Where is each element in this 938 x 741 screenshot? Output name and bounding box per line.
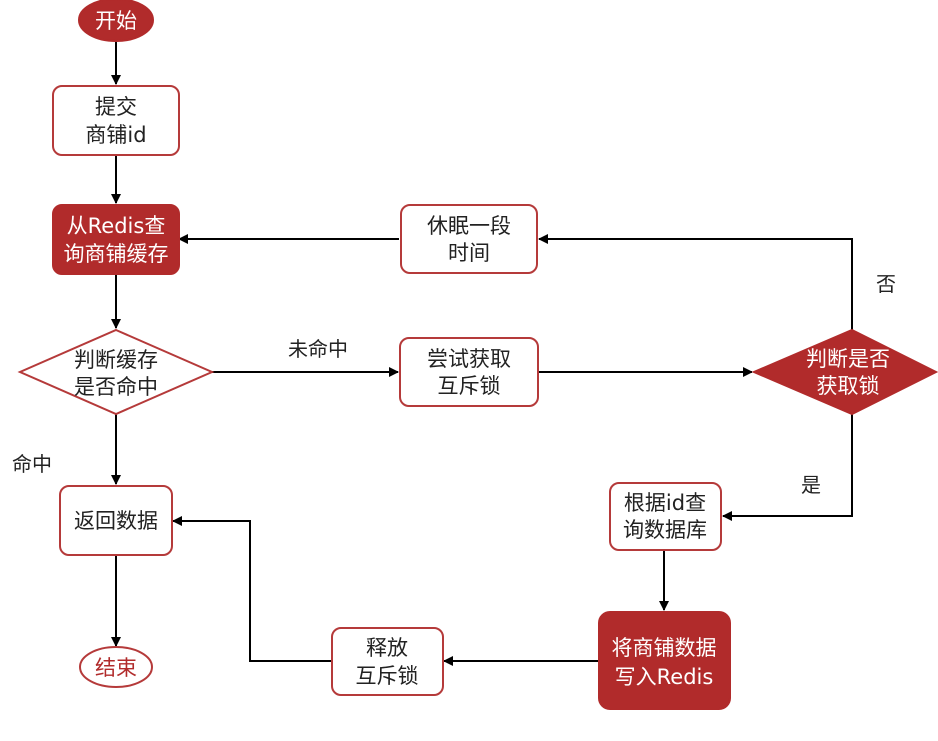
check-lock-label-line2: 获取锁 xyxy=(817,374,880,398)
start-node: 开始 xyxy=(78,0,154,42)
submit-label-line2: 商铺id xyxy=(85,123,146,147)
sleep-label-line1: 休眠一段 xyxy=(427,214,511,238)
return-data-label: 返回数据 xyxy=(74,509,158,533)
edge-label-no: 否 xyxy=(876,272,896,296)
try-lock-label-line2: 互斥锁 xyxy=(438,374,501,398)
write-redis-label-line1: 将商铺数据 xyxy=(612,636,717,660)
try-lock-label-line1: 尝试获取 xyxy=(427,347,511,371)
query-cache-label-line2: 询商铺缓存 xyxy=(64,242,169,266)
end-label: 结束 xyxy=(95,656,137,680)
start-label: 开始 xyxy=(95,9,137,33)
submit-label-line1: 提交 xyxy=(95,95,137,119)
write-redis-label-line2: 写入Redis xyxy=(615,665,714,689)
end-node: 结束 xyxy=(79,646,153,688)
submit-node: 提交 商铺id xyxy=(52,85,180,156)
check-lock-node: 判断是否 获取锁 xyxy=(751,328,938,416)
edge-check-lock-to-sleep xyxy=(538,234,853,330)
query-cache-node: 从Redis查 询商铺缓存 xyxy=(52,204,180,275)
query-cache-label-line1: 从Redis查 xyxy=(67,214,166,238)
try-lock-node: 尝试获取 互斥锁 xyxy=(399,337,539,407)
check-lock-label-line1: 判断是否 xyxy=(806,347,890,371)
edges xyxy=(111,42,853,666)
release-lock-label-line1: 释放 xyxy=(366,636,408,660)
check-hit-label-line1: 判断缓存 xyxy=(74,348,158,372)
query-db-label-line1: 根据id查 xyxy=(624,491,706,515)
sleep-node: 休眠一段 时间 xyxy=(400,204,538,274)
query-db-node: 根据id查 询数据库 xyxy=(609,482,722,551)
edge-release-lock-to-return-data xyxy=(172,516,331,662)
edge-label-miss: 未命中 xyxy=(288,337,348,361)
edge-label-hit: 命中 xyxy=(12,452,52,476)
release-lock-label-line2: 互斥锁 xyxy=(356,664,419,688)
check-hit-node: 判断缓存 是否命中 xyxy=(17,328,215,416)
edge-check-lock-to-query-db xyxy=(722,414,853,521)
release-lock-node: 释放 互斥锁 xyxy=(331,627,444,696)
check-hit-label-line2: 是否命中 xyxy=(74,375,158,399)
write-redis-node: 将商铺数据 写入Redis xyxy=(598,611,731,710)
edge-label-yes: 是 xyxy=(801,473,821,497)
query-db-label-line2: 询数据库 xyxy=(623,518,707,542)
sleep-label-line2: 时间 xyxy=(448,241,490,265)
return-data-node: 返回数据 xyxy=(59,485,173,556)
